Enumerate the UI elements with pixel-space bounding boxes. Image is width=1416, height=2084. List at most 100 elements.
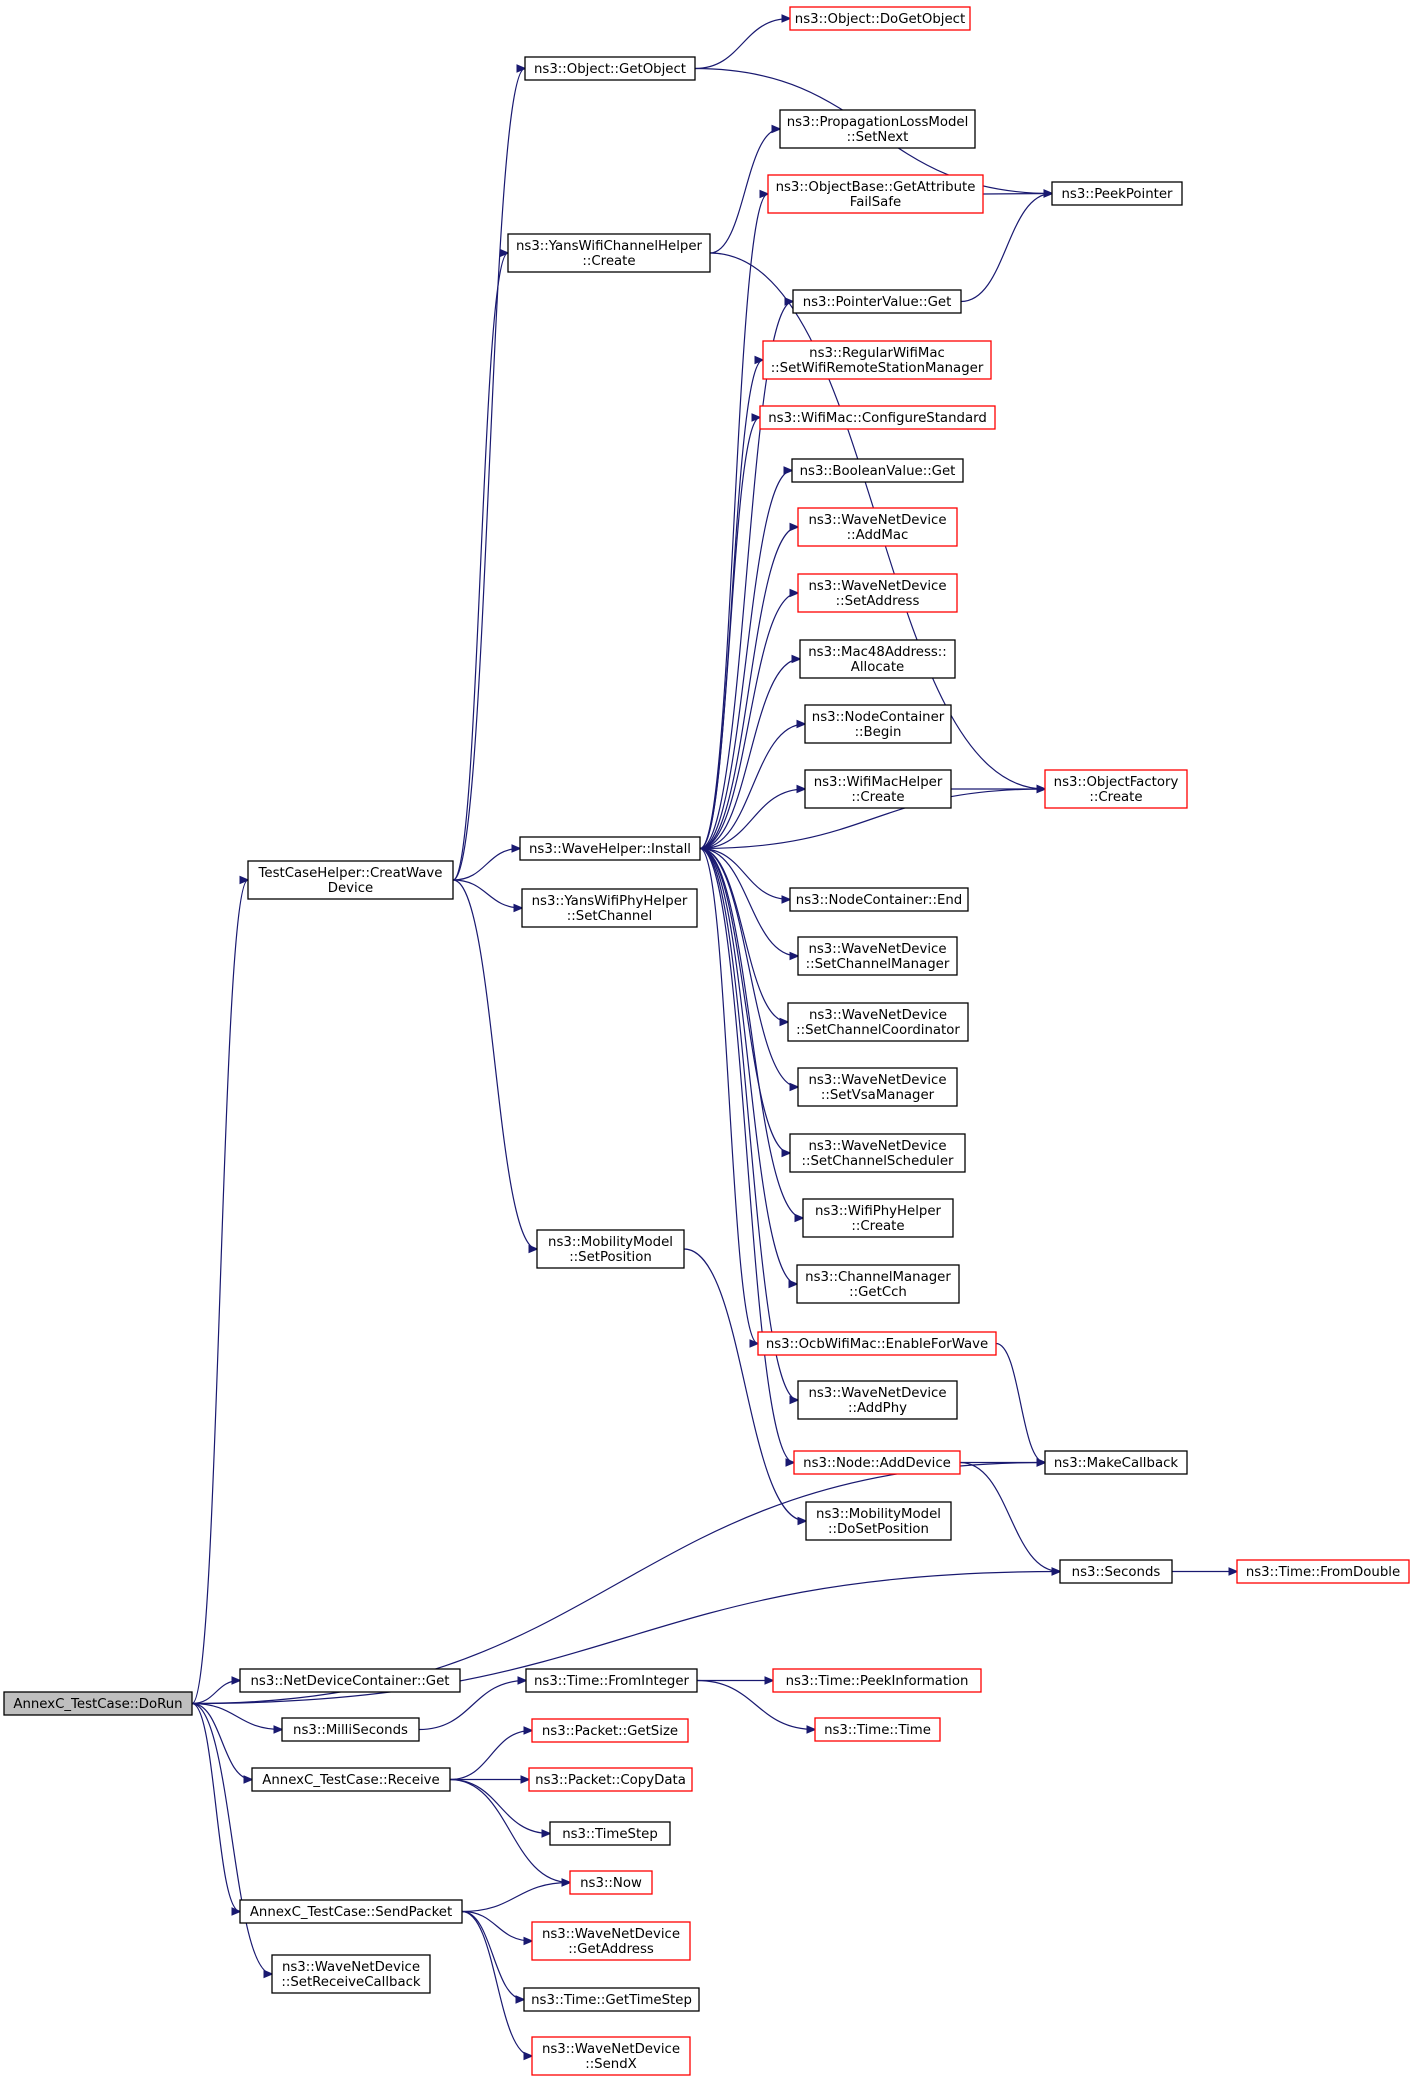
node-yans-phy-set-channel[interactable]: ns3::YansWifiPhyHelper::SetChannel (521, 888, 698, 928)
node-wnd-set-chan-sched[interactable]: ns3::WaveNetDevice::SetChannelScheduler (789, 1133, 966, 1173)
node-seconds[interactable]: ns3::Seconds (1059, 1559, 1173, 1584)
node-ptr-value-get[interactable]: ns3::PointerValue::Get (792, 289, 962, 314)
node-box (796, 1264, 960, 1304)
node-wnd-set-chan-coord[interactable]: ns3::WaveNetDevice::SetChannelCoordinato… (787, 1002, 969, 1042)
node-label: ns3::BooleanValue::Get (800, 464, 956, 479)
node-label: ns3::NetDeviceContainer::Get (251, 1674, 450, 1689)
node-get-object[interactable]: ns3::Object::GetObject (524, 56, 696, 81)
edge-wave-helper-install-to-wifi-mac-helper-create (699, 789, 805, 850)
node-label: ns3::WaveNetDevice (808, 1073, 946, 1088)
node-wifi-mac-config[interactable]: ns3::WifiMac::ConfigureStandard (759, 405, 996, 430)
node-mac48-allocate[interactable]: ns3::Mac48Address::Allocate (799, 639, 956, 679)
node-do-run[interactable]: AnnexC_TestCase::DoRun (3, 1691, 193, 1716)
nodes-layer: ns3::Object::DoGetObjectns3::Object::Get… (3, 6, 1410, 2076)
edge-do-run-to-seconds (191, 1572, 1060, 1705)
node-time-step[interactable]: ns3::TimeStep (549, 1821, 671, 1846)
node-milli-seconds[interactable]: ns3::MilliSeconds (281, 1717, 420, 1742)
node-node-cont-begin[interactable]: ns3::NodeContainer::Begin (804, 704, 952, 744)
node-prop-set-next[interactable]: ns3::PropagationLossModel::SetNext (779, 109, 976, 149)
node-time-from-integer[interactable]: ns3::Time::FromInteger (525, 1668, 698, 1693)
node-ocb-enable-for-wave[interactable]: ns3::OcbWifiMac::EnableForWave (757, 1331, 997, 1356)
node-box (1044, 769, 1188, 809)
node-bool-value-get[interactable]: ns3::BooleanValue::Get (791, 458, 964, 483)
node-box (797, 1067, 958, 1107)
node-time-peek-info[interactable]: ns3::Time::PeekInformation (772, 1668, 982, 1693)
node-wnd-set-vsa-mgr[interactable]: ns3::WaveNetDevice::SetVsaManager (797, 1067, 958, 1107)
node-label: ns3::RegularWifiMac (809, 346, 945, 361)
node-label: ::SetChannelCoordinator (796, 1023, 960, 1038)
node-wnd-set-chan-mgr[interactable]: ns3::WaveNetDevice::SetChannelManager (797, 936, 958, 976)
node-now[interactable]: ns3::Now (569, 1870, 653, 1895)
node-label: ns3::WaveNetDevice (808, 1386, 946, 1401)
node-label: ns3::Packet::GetSize (542, 1724, 678, 1739)
node-box (521, 888, 698, 928)
node-label: ns3::NodeContainer (812, 710, 945, 725)
edge-creat-wave-device-to-yans-phy-set-channel (452, 879, 522, 908)
node-label: ns3::WaveNetDevice (542, 2042, 680, 2057)
edge-wave-helper-install-to-wnd-set-chan-sched (699, 847, 790, 1154)
node-box (804, 769, 952, 809)
node-wnd-send-x[interactable]: ns3::WaveNetDevice::SendX (531, 2036, 691, 2076)
node-box (779, 109, 976, 149)
node-label: ns3::NodeContainer::End (796, 893, 962, 908)
node-wifi-phy-helper-create[interactable]: ns3::WifiPhyHelper::Create (802, 1198, 954, 1238)
node-yans-chan-create[interactable]: ns3::YansWifiChannelHelper::Create (507, 233, 711, 273)
node-send-packet[interactable]: AnnexC_TestCase::SendPacket (239, 1899, 463, 1924)
node-box (3, 1691, 193, 1716)
node-time-time[interactable]: ns3::Time::Time (814, 1717, 941, 1742)
node-wnd-set-recv-cb[interactable]: ns3::WaveNetDevice::SetReceiveCallback (271, 1954, 431, 1994)
node-wifi-mac-helper-create[interactable]: ns3::WifiMacHelper::Create (804, 769, 952, 809)
node-packet-get-size[interactable]: ns3::Packet::GetSize (531, 1718, 689, 1743)
node-box (1051, 181, 1183, 206)
node-label: ::SetChannelManager (806, 957, 950, 972)
node-label: ns3::Time::FromDouble (1246, 1565, 1400, 1580)
node-make-callback[interactable]: ns3::MakeCallback (1044, 1450, 1188, 1475)
node-wnd-add-phy[interactable]: ns3::WaveNetDevice::AddPhy (797, 1380, 958, 1420)
node-box (1236, 1559, 1410, 1584)
edge-wave-helper-install-to-mac48-allocate (699, 659, 800, 850)
node-label: ns3::WaveNetDevice (282, 1960, 420, 1975)
node-label: ns3::ChannelManager (805, 1270, 951, 1285)
node-label: ns3::Object::DoGetObject (795, 12, 965, 27)
node-label: ns3::OcbWifiMac::EnableForWave (766, 1337, 988, 1352)
node-box (772, 1668, 982, 1693)
node-time-from-double[interactable]: ns3::Time::FromDouble (1236, 1559, 1410, 1584)
node-packet-copy-data[interactable]: ns3::Packet::CopyData (528, 1767, 693, 1792)
node-mob-set-position[interactable]: ns3::MobilityModel::SetPosition (536, 1229, 685, 1269)
node-ndc-get[interactable]: ns3::NetDeviceContainer::Get (239, 1668, 461, 1693)
node-node-cont-end[interactable]: ns3::NodeContainer::End (789, 887, 969, 912)
edge-do-run-to-ndc-get (191, 1681, 240, 1705)
node-box (247, 860, 454, 900)
edge-yans-chan-create-to-prop-set-next (709, 129, 780, 254)
node-wnd-add-mac[interactable]: ns3::WaveNetDevice::AddMac (797, 507, 958, 547)
edge-ocb-enable-for-wave-to-make-callback (995, 1342, 1045, 1463)
node-chan-mgr-get-cch[interactable]: ns3::ChannelManager::GetCch (796, 1264, 960, 1304)
node-wave-helper-install[interactable]: ns3::WaveHelper::Install (519, 836, 701, 861)
node-node-add-device[interactable]: ns3::Node::AddDevice (793, 1450, 961, 1475)
node-label: TestCaseHelper::CreatWave (258, 866, 443, 881)
node-label: ::Create (851, 790, 904, 805)
node-label: ns3::Time::GetTimeStep (531, 1993, 692, 2008)
node-label: ns3::YansWifiChannelHelper (516, 239, 703, 254)
node-wnd-set-address[interactable]: ns3::WaveNetDevice::SetAddress (797, 573, 958, 613)
node-regular-wifi-mac[interactable]: ns3::RegularWifiMac::SetWifiRemoteStatio… (762, 340, 992, 380)
edge-wave-helper-install-to-wnd-set-chan-mgr (699, 847, 798, 957)
node-label: ns3::TimeStep (562, 1827, 658, 1842)
node-mob-do-set-position[interactable]: ns3::MobilityModel::DoSetPosition (805, 1501, 952, 1541)
node-box (802, 1198, 954, 1238)
edge-do-run-to-creat-wave-device (191, 880, 248, 1705)
node-obj-factory-create[interactable]: ns3::ObjectFactory::Create (1044, 769, 1188, 809)
node-label: ns3::WifiPhyHelper (815, 1204, 942, 1219)
node-label: ns3::MilliSeconds (293, 1723, 408, 1738)
edge-send-packet-to-time-get-time-step (461, 1910, 524, 2000)
node-do-get-object[interactable]: ns3::Object::DoGetObject (789, 6, 971, 31)
node-label: ns3::WaveNetDevice (808, 579, 946, 594)
node-peek-pointer[interactable]: ns3::PeekPointer (1051, 181, 1183, 206)
node-time-get-time-step[interactable]: ns3::Time::GetTimeStep (523, 1987, 700, 2012)
node-wnd-get-address[interactable]: ns3::WaveNetDevice::GetAddress (531, 1921, 691, 1961)
node-receive[interactable]: AnnexC_TestCase::Receive (251, 1767, 451, 1792)
node-box (531, 2036, 691, 2076)
edge-wave-helper-install-to-ocb-enable-for-wave (699, 847, 758, 1344)
